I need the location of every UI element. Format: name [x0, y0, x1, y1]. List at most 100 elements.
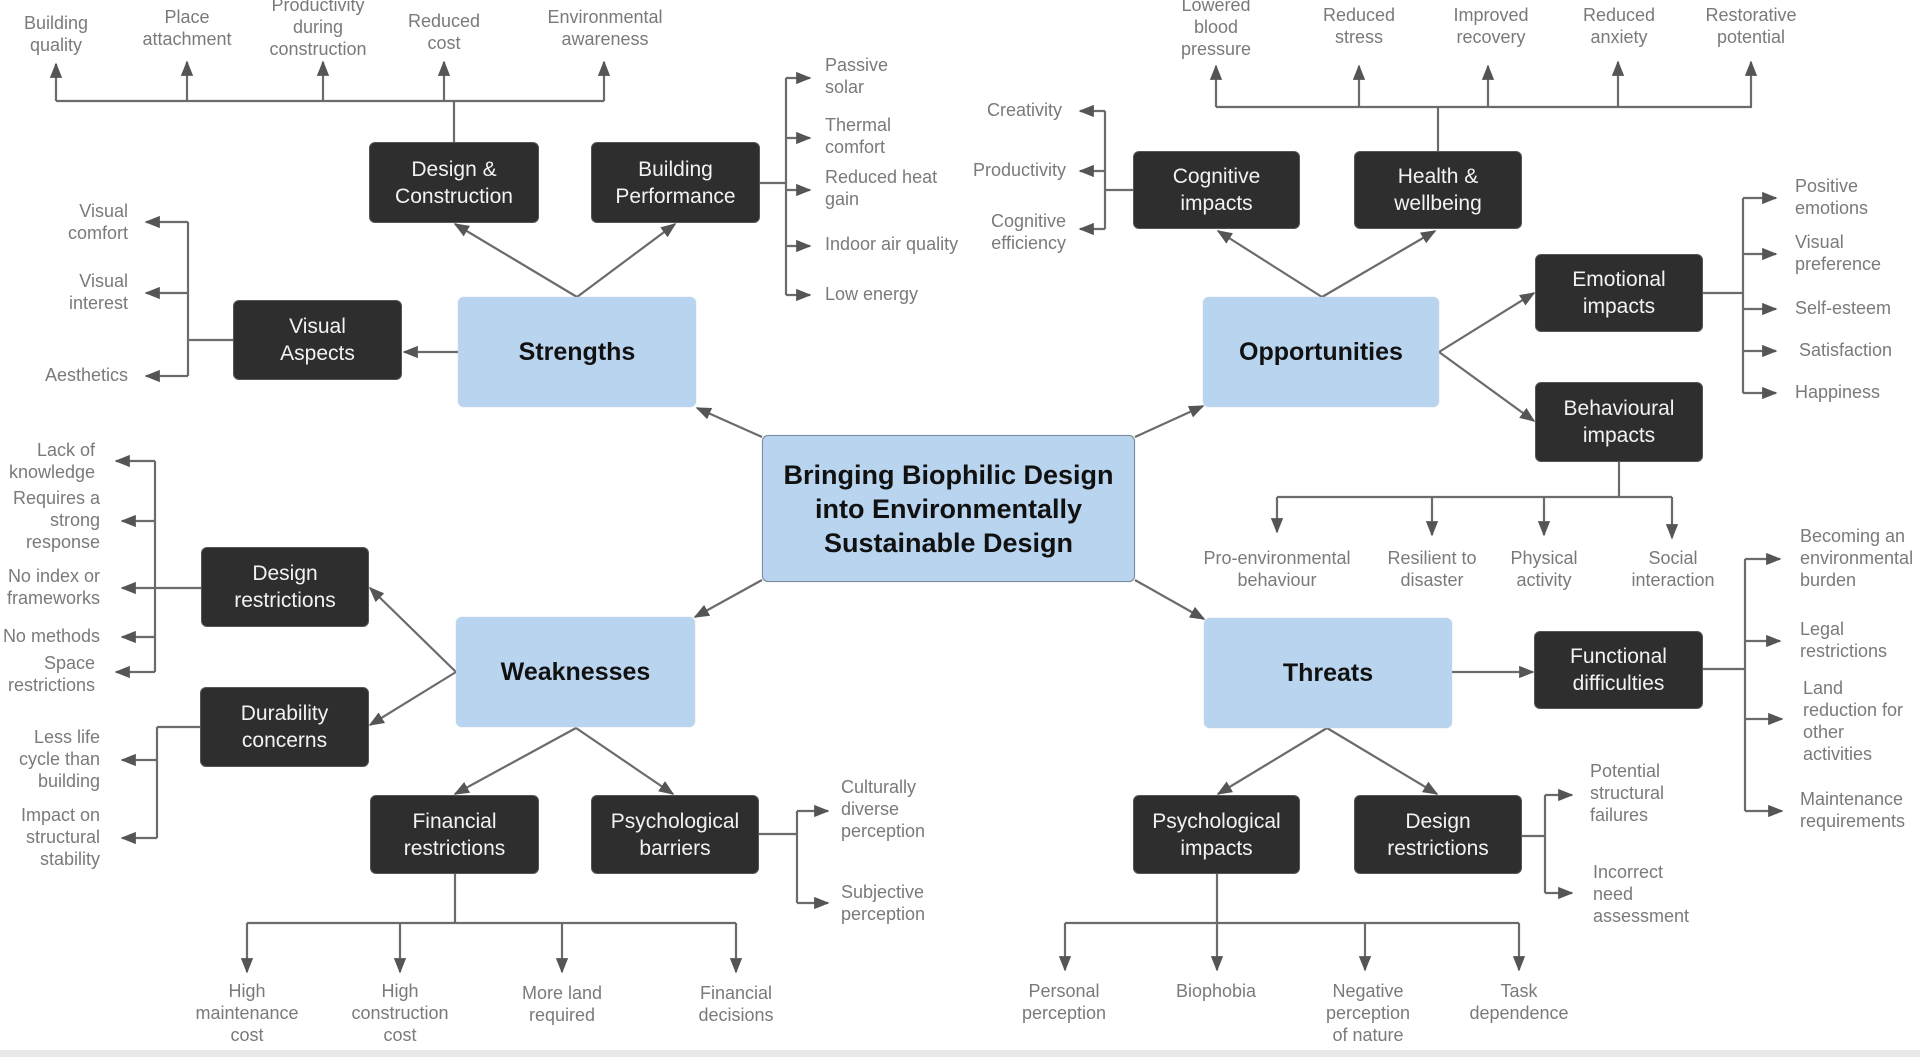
connector-wdesign-tree — [153, 461, 201, 672]
leaf-reduced-stress: Reduced stress — [1322, 5, 1396, 47]
threat-design-restrictions-label: Design restrictions — [1387, 809, 1489, 860]
emotional-impacts-node: Emotional impacts — [1535, 254, 1703, 332]
leaf-financial-decisions: Financial decisions — [698, 983, 774, 1025]
leaf-reduced-heat-gain: Reduced heat gain — [825, 167, 938, 209]
leaf-no-methods: No methods — [2, 626, 100, 646]
leaf-lowered-blood-pressure: Lowered blood pressure — [1180, 0, 1252, 59]
leaf-physical-activity: Physical activity — [1510, 548, 1578, 590]
cognitive-impacts-label: Cognitive impacts — [1172, 165, 1261, 215]
health-wellbeing-label: Health & wellbeing — [1394, 165, 1482, 215]
leaf-cognitive-efficiency: Cognitive efficiency — [990, 211, 1066, 253]
visual-aspects-label: Visual Aspects — [280, 315, 355, 365]
building-performance-node: Building Performance — [591, 142, 760, 223]
central-topic-label: Bringing Biophilic Design into Environme… — [783, 459, 1114, 558]
connector-threats-design — [1326, 727, 1439, 795]
leaf-impact-on-structural-stability: Impact on structural stability — [20, 805, 100, 869]
connector-strengths-design — [453, 223, 578, 298]
leaf-legal-restrictions: Legal restrictions — [1800, 619, 1888, 661]
psychological-impacts-label: Psychological impacts — [1152, 809, 1281, 860]
leaf-social-interaction: Social interaction — [1631, 548, 1715, 590]
leaf-reduced-anxiety: Reduced anxiety — [1582, 5, 1656, 47]
emotional-impacts-label: Emotional impacts — [1572, 268, 1666, 318]
connector-psychbarriers-tree — [759, 811, 799, 903]
leaf-productivity-during-construction: Productivity during construction — [269, 0, 367, 59]
connector-opp-health — [1321, 230, 1437, 298]
connector-center-opportunities — [1134, 404, 1205, 439]
leaf-negative-perception-of-nature: Negative perception of nature — [1325, 981, 1411, 1045]
leaf-reduced-cost: Reduced cost — [407, 11, 481, 53]
connector-weak-financial — [453, 727, 577, 795]
leaf-culturally-diverse-perception: Culturally diverse perception — [841, 777, 926, 841]
opportunities-label: Opportunities — [1239, 337, 1403, 366]
leaf-land-reduction: Land reduction for other activities — [1803, 678, 1904, 764]
threats-node: Threats — [1204, 618, 1452, 728]
leaf-incorrect-need-assessment: Incorrect need assessment — [1593, 862, 1690, 926]
leaf-more-land-required: More land required — [521, 983, 603, 1025]
strengths-label: Strengths — [518, 337, 636, 366]
leaf-aesthetics: Aesthetics — [44, 365, 128, 385]
leaf-lack-of-knowledge: Lack of knowledge — [8, 440, 95, 482]
connector-weak-psych — [575, 727, 675, 795]
leaf-thermal-comfort: Thermal comfort — [825, 115, 892, 157]
leaf-personal-perception: Personal perception — [1021, 981, 1107, 1023]
threat-design-restrictions-node: Design restrictions — [1354, 795, 1522, 874]
connector-center-strengths — [695, 406, 763, 439]
design-construction-label: Design & Construction — [395, 157, 513, 208]
threats-label: Threats — [1282, 658, 1374, 687]
leaf-visual-comfort: Visual comfort — [67, 201, 128, 243]
central-topic: Bringing Biophilic Design into Environme… — [762, 435, 1135, 582]
leaf-environmental-burden: Becoming an environmental burden — [1800, 526, 1914, 590]
leaf-no-index-or-frameworks: No index or frameworks — [6, 566, 100, 608]
leaf-building-quality: Building quality — [23, 13, 89, 55]
leaf-visual-interest: Visual interest — [68, 271, 128, 313]
connector-visual-tree — [186, 222, 233, 376]
leaf-biophobia: Biophobia — [1175, 981, 1257, 1001]
connector-weak-durability — [368, 671, 457, 726]
connector-threats-psych — [1216, 727, 1328, 795]
connector-tdesign-tree — [1522, 795, 1547, 893]
building-performance-label: Building Performance — [615, 157, 736, 208]
connector-opp-cognitive — [1216, 230, 1323, 298]
connector-strengths-performance — [576, 223, 677, 298]
leaf-place-attachment: Place attachment — [142, 7, 232, 49]
connector-opp-behavioural — [1438, 351, 1536, 422]
leaf-environmental-awareness: Environmental awareness — [547, 7, 663, 49]
weakness-design-restrictions-label: Design restrictions — [234, 562, 336, 612]
leaf-maintenance-requirements: Maintenance requirements — [1800, 789, 1906, 831]
leaf-self-esteem: Self-esteem — [1795, 298, 1892, 318]
financial-restrictions-node: Financial restrictions — [370, 795, 539, 874]
strengths-node: Strengths — [458, 297, 696, 407]
leaf-resilient-to-disaster: Resilient to disaster — [1387, 548, 1477, 590]
psychological-impacts-node: Psychological impacts — [1133, 795, 1300, 874]
bottom-border — [0, 1050, 1920, 1057]
connector-functional-tree — [1703, 559, 1747, 811]
connector-financial-tree — [247, 874, 736, 925]
leaf-less-life-cycle: Less life cycle than building — [18, 727, 100, 791]
leaf-creativity: Creativity — [986, 100, 1062, 120]
connector-center-weaknesses — [693, 579, 763, 618]
behavioural-impacts-label: Behavioural impacts — [1563, 397, 1675, 447]
connector-durability-tree — [155, 725, 200, 838]
weakness-design-restrictions-node: Design restrictions — [201, 547, 369, 627]
leaf-passive-solar: Passive solar — [825, 55, 889, 97]
connector-weak-design — [368, 586, 457, 673]
visual-aspects-node: Visual Aspects — [233, 300, 402, 380]
leaf-productivity: Productivity — [972, 160, 1066, 180]
durability-concerns-label: Durability concerns — [240, 702, 329, 752]
connector-behavioural-tree — [1277, 462, 1672, 499]
connector-opp-emotional — [1438, 292, 1536, 353]
leaf-improved-recovery: Improved recovery — [1453, 5, 1529, 47]
leaf-restorative-potential: Restorative potential — [1705, 5, 1797, 47]
leaf-satisfaction: Satisfaction — [1799, 340, 1893, 360]
leaf-subjective-perception: Subjective perception — [841, 882, 926, 924]
financial-restrictions-label: Financial restrictions — [403, 809, 506, 860]
weaknesses-label: Weaknesses — [500, 657, 651, 686]
connector-design-tree — [54, 62, 606, 142]
health-wellbeing-node: Health & wellbeing — [1354, 151, 1522, 229]
leaf-requires-strong-response: Requires a strong response — [12, 488, 100, 552]
connector-performance-tree — [760, 78, 788, 295]
connector-center-threats — [1134, 579, 1206, 620]
leaf-indoor-air-quality: Indoor air quality — [825, 234, 959, 254]
leaf-high-construction-cost: High construction cost — [351, 981, 449, 1045]
